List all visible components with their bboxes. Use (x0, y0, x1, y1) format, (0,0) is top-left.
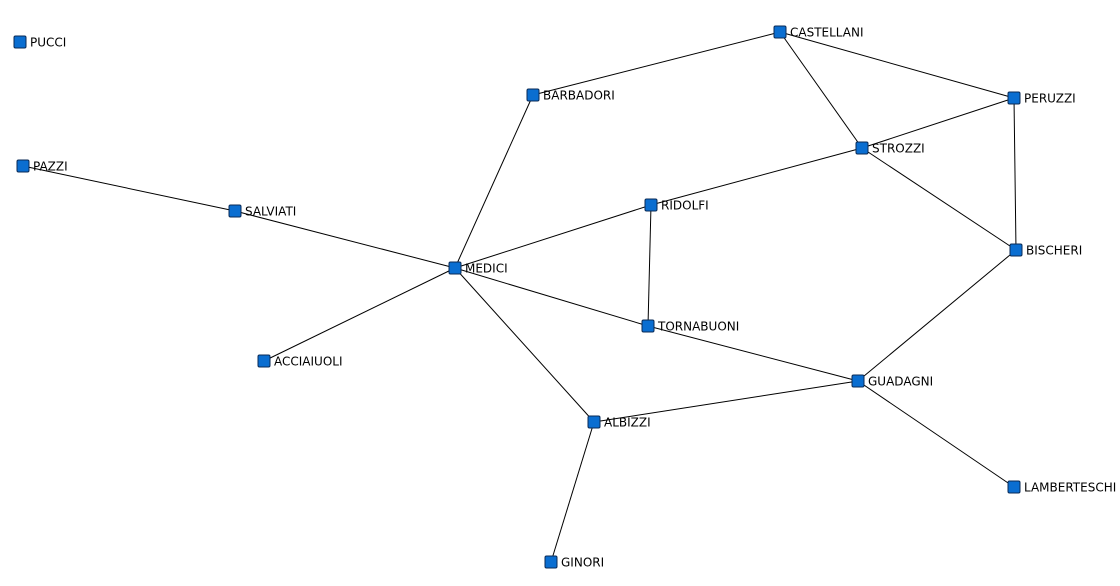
node-acciaiuoli[interactable]: ACCIAIUOLI (257, 354, 343, 369)
node-label-medici: MEDICI (465, 262, 508, 276)
edge-peruzzi-strozzi (861, 97, 1015, 149)
edge-bischeri-guadagni (857, 249, 1017, 382)
node-albizzi[interactable]: ALBIZZI (587, 415, 651, 430)
node-castellani[interactable]: CASTELLANI (773, 25, 864, 40)
edge-guadagni-lamberteschi (857, 380, 1015, 488)
edge-medici-tornabuoni (454, 267, 649, 327)
node-label-salviati: SALVIATI (245, 205, 296, 219)
node-peruzzi[interactable]: PERUZZI (1007, 91, 1076, 106)
node-label-guadagni: GUADAGNI (868, 375, 933, 389)
node-marker-tornabuoni[interactable] (641, 319, 655, 333)
edge-pazzi-salviati (22, 165, 236, 212)
node-bischeri[interactable]: BISCHERI (1009, 243, 1082, 258)
edge-salviati-medici (234, 210, 456, 269)
node-label-pucci: PUCCI (30, 36, 66, 50)
edge-ridolfi-tornabuoni (647, 204, 652, 327)
node-label-strozzi: STROZZI (872, 142, 925, 156)
edge-strozzi-ridolfi (650, 147, 863, 206)
node-marker-medici[interactable] (448, 261, 462, 275)
node-label-albizzi: ALBIZZI (604, 416, 651, 430)
edge-medici-ridolfi (454, 204, 652, 269)
node-marker-strozzi[interactable] (855, 141, 869, 155)
node-label-barbadori: BARBADORI (543, 89, 615, 103)
edge-tornabuoni-guadagni (647, 325, 859, 382)
node-marker-castellani[interactable] (773, 25, 787, 39)
node-ridolfi[interactable]: RIDOLFI (644, 198, 709, 213)
node-marker-bischeri[interactable] (1009, 243, 1023, 257)
edge-medici-albizzi (454, 267, 595, 423)
node-strozzi[interactable]: STROZZI (855, 141, 925, 156)
node-marker-acciaiuoli[interactable] (257, 354, 271, 368)
node-marker-albizzi[interactable] (587, 415, 601, 429)
edge-peruzzi-bischeri (1013, 97, 1017, 251)
node-barbadori[interactable]: BARBADORI (526, 88, 615, 103)
node-marker-peruzzi[interactable] (1007, 91, 1021, 105)
node-marker-ridolfi[interactable] (644, 198, 658, 212)
node-marker-pucci[interactable] (13, 35, 27, 49)
node-marker-guadagni[interactable] (851, 374, 865, 388)
edge-castellani-strozzi (779, 31, 863, 149)
node-label-lamberteschi: LAMBERTESCHI (1024, 481, 1116, 495)
node-label-peruzzi: PERUZZI (1024, 92, 1076, 106)
nodes-layer: PUCCI PAZZI SALVIATI BARBADORI CASTELLANI PER… (13, 25, 1116, 570)
edge-strozzi-bischeri (861, 147, 1017, 251)
node-salviati[interactable]: SALVIATI (228, 204, 296, 219)
node-pazzi[interactable]: PAZZI (16, 159, 68, 174)
node-label-castellani: CASTELLANI (790, 26, 864, 40)
node-tornabuoni[interactable]: TORNABUONI (641, 319, 739, 334)
node-marker-salviati[interactable] (228, 204, 242, 218)
node-ginori[interactable]: GINORI (544, 555, 604, 570)
edge-guadagni-albizzi (593, 380, 859, 423)
node-label-ginori: GINORI (561, 556, 604, 570)
node-marker-ginori[interactable] (544, 555, 558, 569)
node-label-ridolfi: RIDOLFI (661, 199, 709, 213)
node-marker-barbadori[interactable] (526, 88, 540, 102)
node-medici[interactable]: MEDICI (448, 261, 508, 276)
node-label-bischeri: BISCHERI (1026, 244, 1082, 258)
edge-medici-barbadori (454, 94, 534, 269)
node-guadagni[interactable]: GUADAGNI (851, 374, 933, 389)
edge-castellani-peruzzi (779, 31, 1015, 99)
node-label-tornabuoni: TORNABUONI (657, 320, 739, 334)
node-marker-lamberteschi[interactable] (1007, 480, 1021, 494)
node-lamberteschi[interactable]: LAMBERTESCHI (1007, 480, 1116, 495)
edge-medici-acciaiuoli (263, 267, 456, 362)
node-label-acciaiuoli: ACCIAIUOLI (274, 355, 343, 369)
node-pucci[interactable]: PUCCI (13, 35, 66, 50)
node-marker-pazzi[interactable] (16, 159, 30, 173)
edges-layer (22, 31, 1017, 563)
edge-albizzi-ginori (550, 421, 595, 563)
node-label-pazzi: PAZZI (33, 160, 68, 174)
edge-barbadori-castellani (532, 31, 781, 96)
